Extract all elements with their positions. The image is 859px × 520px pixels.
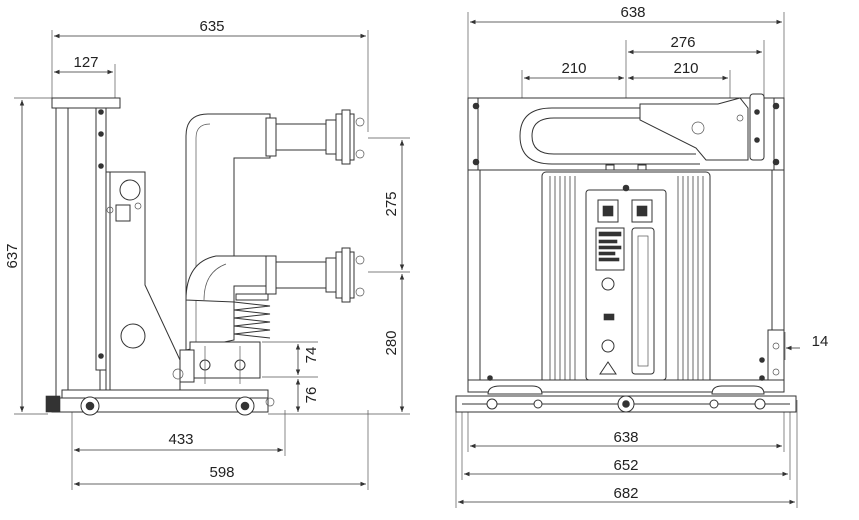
position-indicator-window [631,227,655,375]
upper-terminal [265,109,365,165]
lower-terminal [265,247,365,303]
dim-text-overall-height: 637 [4,243,21,268]
dim-text-side-offset: 14 [812,333,829,350]
dim-text-wheel-span: 433 [168,431,193,448]
counter-indicator [601,277,615,291]
insulating-pole [185,113,271,351]
warning-icon [599,361,617,375]
dim-text-left-half: 210 [561,60,586,77]
left-rail-handle [487,385,543,395]
right-cooling-ribs [677,176,704,386]
dim-text-front-overall: 638 [620,4,645,21]
dim-text-handle-span: 276 [670,34,695,51]
spring-indicator [601,339,615,353]
dim-text-terminal-spacing: 275 [383,191,400,216]
right-rail-handle [711,385,765,395]
trolley-base [45,389,275,416]
dim-text-lower-terminal: 280 [383,330,400,355]
dim-text-overall-width: 635 [199,18,224,35]
dim-text-base-height: 76 [303,387,320,404]
side-view: 635 127 637 275 280 74 76 433 598 [4,18,410,490]
operating-handle [519,93,765,165]
lifting-hole [119,179,141,201]
dim-text-base-width: 682 [613,485,638,502]
dim-text-bracket: 74 [303,347,320,364]
front-view: 638 276 210 210 14 638 652 682 [455,4,829,508]
dim-text-base-length: 598 [209,464,234,481]
support-bracket [172,341,261,384]
chassis-base [455,375,797,413]
left-cooling-ribs [549,176,576,386]
dim-text-right-half: 210 [673,60,698,77]
base-hole [120,323,146,349]
main-housing [467,169,785,393]
dim-text-frame-width: 638 [613,429,638,446]
dim-text-top-offset: 127 [73,54,98,71]
side-frame [51,97,181,399]
dim-text-rail-width: 652 [613,457,638,474]
contact-spring [233,293,271,339]
